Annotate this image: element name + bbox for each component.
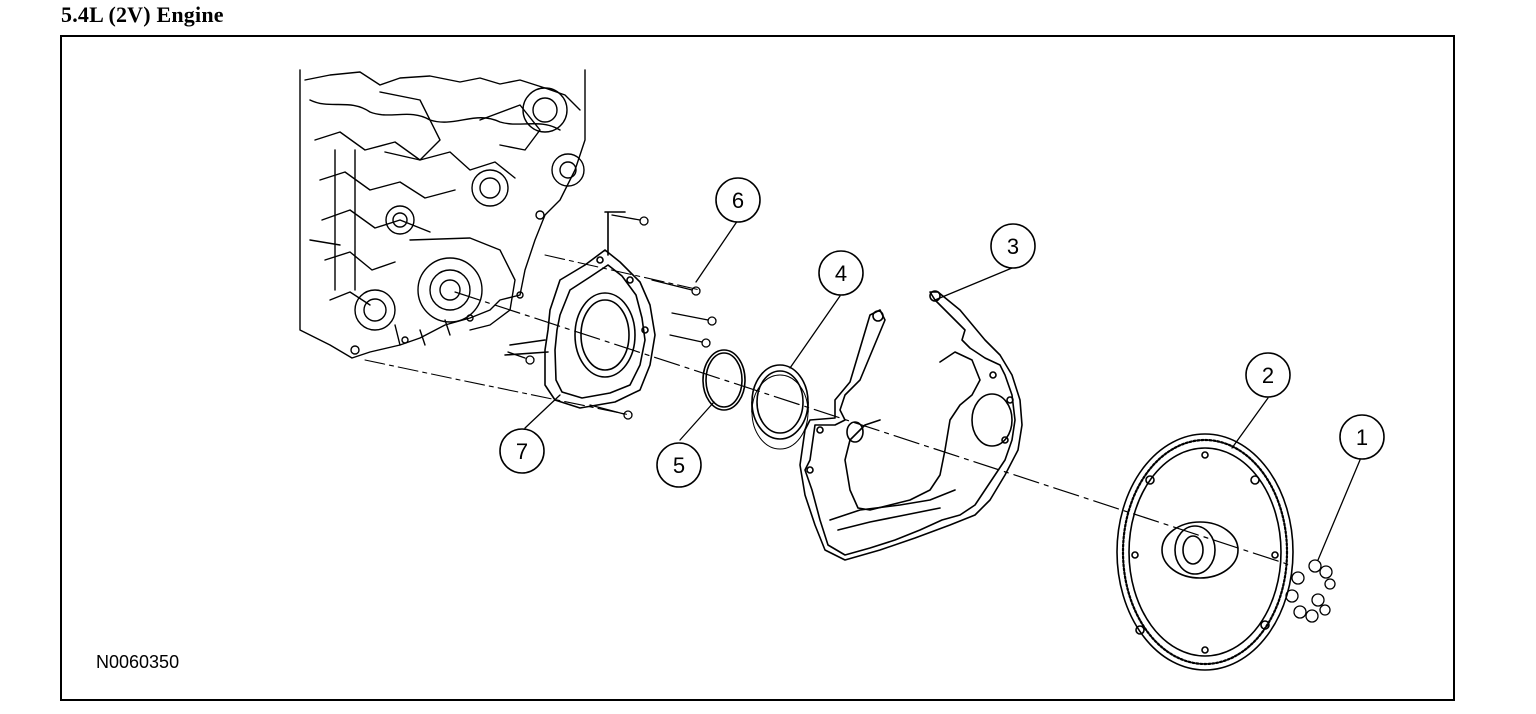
center-axis-line — [454, 291, 1291, 566]
retainer-bolts — [507, 214, 717, 420]
callout-circle-2 — [1245, 352, 1291, 398]
diagram-frame — [60, 35, 1455, 701]
callout-circle-5 — [656, 442, 702, 488]
callout-circle-1 — [1339, 414, 1385, 460]
flexplate — [1116, 433, 1294, 671]
page-title: 5.4L (2V) Engine — [61, 2, 224, 27]
rear-seal-retainer — [504, 211, 656, 409]
callout-label-4: 4 — [835, 261, 847, 286]
bolt-axis-line-lower — [364, 359, 631, 416]
callout-label-3: 3 — [1007, 234, 1019, 259]
callout-circle-7 — [499, 428, 545, 474]
flexplate-bolts — [1285, 559, 1336, 623]
callout-circle-3 — [990, 223, 1036, 269]
leader-lines — [524, 219, 1361, 561]
callout-label-1: 1 — [1356, 425, 1368, 450]
callout-circle-6 — [715, 177, 761, 223]
rear-seal — [751, 364, 809, 450]
bolt-axis-line-upper — [544, 254, 701, 291]
callout-label-6: 6 — [732, 188, 744, 213]
engine-rear-plate — [799, 290, 1023, 561]
callout-circles — [499, 177, 1385, 488]
callout-circle-4 — [818, 250, 864, 296]
callout-label-7: 7 — [516, 439, 528, 464]
retainer-gasket — [702, 349, 746, 411]
callout-label-2: 2 — [1262, 363, 1274, 388]
figure-id: N0060350 — [96, 652, 180, 672]
engine-block — [299, 69, 586, 359]
callout-label-5: 5 — [673, 453, 685, 478]
